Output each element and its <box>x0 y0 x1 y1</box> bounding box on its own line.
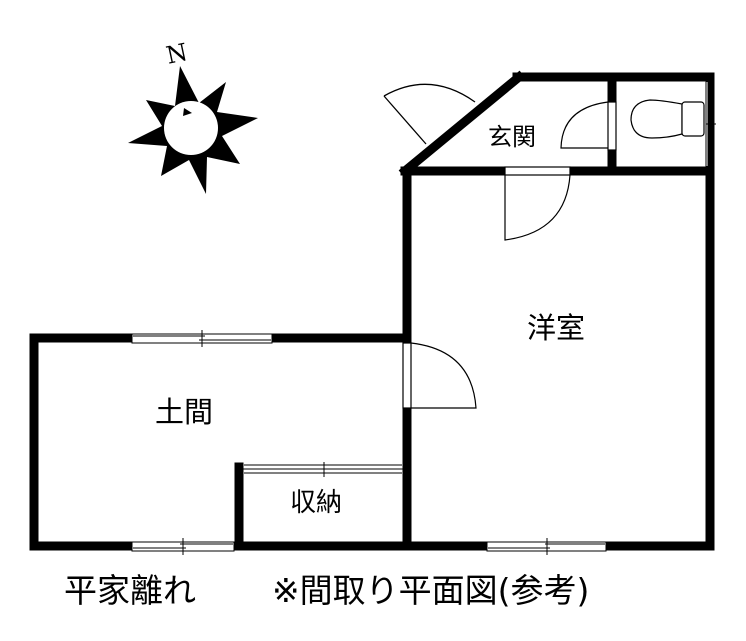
room-label-yoshitsu: 洋室 <box>527 311 586 345</box>
windows <box>131 82 716 555</box>
room-label-doma: 土間 <box>155 395 214 429</box>
entrance-door-swing <box>383 83 476 145</box>
plan-note: ※間取り平面図(参考) <box>272 571 590 610</box>
plan-title: 平家離れ <box>64 571 196 610</box>
compass-north-label: N <box>164 38 190 70</box>
compass-icon: N <box>128 38 258 194</box>
doors <box>402 101 617 409</box>
walls <box>29 70 715 551</box>
toilet-icon <box>630 99 705 139</box>
room-label-shuno: 収納 <box>290 488 343 518</box>
room-label-genkan: 玄関 <box>488 123 536 151</box>
